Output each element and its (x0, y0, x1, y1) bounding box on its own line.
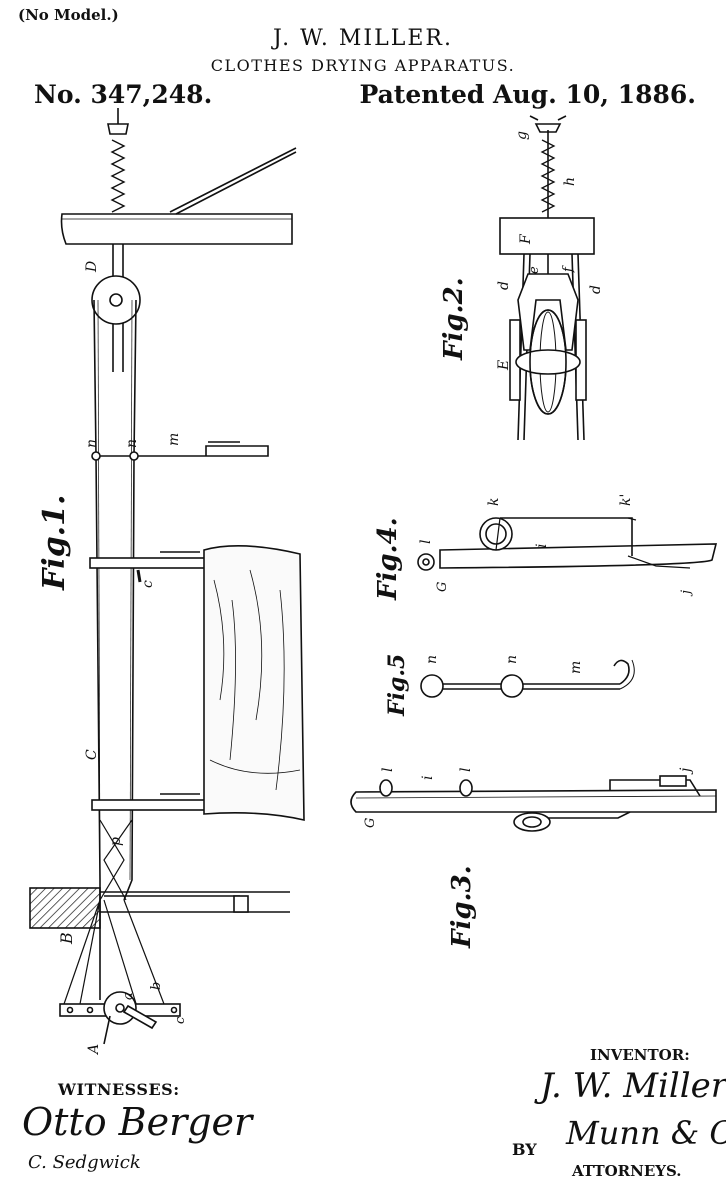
ref-letter-m1: m (166, 433, 182, 446)
ref-letter-n2: n (124, 439, 140, 448)
ref-letter-j-fig3: j (678, 767, 694, 775)
ref-letter-c: c (173, 1016, 188, 1024)
figure-5-drawing (421, 660, 634, 697)
witness-1-signature: Otto Berger (22, 1100, 252, 1144)
ref-letter-b: b (149, 982, 164, 990)
ref-letter-D: D (84, 261, 100, 273)
ref-letter-k: k (486, 498, 502, 506)
ref-letter-j-fig4: j (679, 590, 694, 597)
ref-letter-n1: n (84, 439, 100, 448)
figure-3-label: Fig.3. (447, 865, 477, 949)
by-label: BY (512, 1140, 537, 1159)
ref-letter-e: e (527, 266, 542, 274)
ref-letter-G-fig3: G (363, 818, 378, 828)
figure-2-drawing (500, 116, 594, 440)
figure-2-label: Fig.2. (439, 277, 469, 361)
ref-letter-F: F (518, 233, 534, 245)
ref-letter-a: a (121, 992, 136, 1000)
figure-5-label: Fig.5 (384, 654, 410, 717)
ref-letter-l-fig4: l (418, 540, 434, 544)
attorney-signature: Munn & Co (566, 1114, 726, 1152)
inventor-signature: J. W. Miller (540, 1066, 726, 1106)
ref-letter-d1: d (496, 281, 512, 290)
witness-2-signature: C. Sedgwick (28, 1152, 141, 1173)
ref-letter-f: f (561, 265, 576, 273)
ref-letter-n-fig5b: n (504, 655, 520, 664)
witnesses-label: WITNESSES: (58, 1080, 180, 1099)
ref-letter-i-fig4: i (534, 544, 550, 548)
figure-4-label: Fig.4. (373, 517, 403, 601)
ref-letter-m-fig5: m (568, 661, 584, 674)
inventor-label: INVENTOR: (590, 1046, 690, 1064)
ref-letter-A: A (86, 1044, 102, 1056)
ref-letter-o: c (140, 580, 156, 588)
ref-letter-G-fig4: G (435, 582, 450, 592)
ref-letter-l-fig3a: l (380, 768, 396, 772)
ref-letter-E: E (496, 360, 512, 371)
ref-letter-B: B (57, 932, 76, 945)
ref-letter-p: p (108, 837, 124, 846)
figure-4-drawing (418, 518, 716, 570)
ref-letter-l-fig3b: l (458, 768, 474, 772)
ref-letter-i-fig3: i (420, 776, 436, 780)
ref-letter-n-fig5a: n (424, 655, 440, 664)
ref-letter-k-prime: k' (618, 494, 634, 506)
ref-letter-d2: d (588, 285, 604, 294)
ref-letter-C: C (84, 749, 100, 760)
figure-1-label: Fig.1. (37, 495, 72, 591)
figure-3-drawing (351, 776, 716, 831)
attorneys-label: ATTORNEYS. (572, 1162, 682, 1180)
ref-letter-g: g (514, 131, 530, 140)
ref-letter-h: h (562, 177, 578, 186)
